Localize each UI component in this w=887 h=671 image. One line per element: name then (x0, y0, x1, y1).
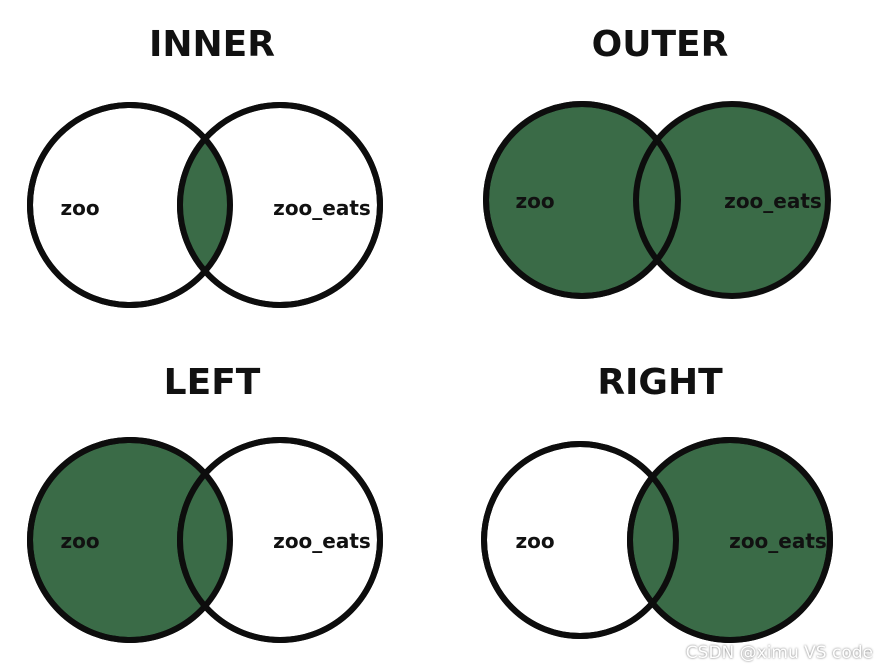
set-label-zoo: zoo (60, 529, 99, 553)
watermark: CSDN @ximu VS code (685, 643, 873, 663)
set-label-zoo-eats: zoo_eats (724, 189, 822, 213)
set-label-zoo: zoo (60, 196, 99, 220)
set-label-zoo-eats: zoo_eats (273, 196, 371, 220)
panel-title: OUTER (592, 24, 729, 65)
panel-title: INNER (149, 24, 275, 65)
panel-title: LEFT (164, 362, 261, 403)
panel-inner: INNER zoo zoo_eats (27, 24, 383, 308)
set-label-zoo: zoo (515, 529, 554, 553)
panel-outer: OUTER zoo zoo_eats (483, 24, 831, 299)
set-label-zoo-eats: zoo_eats (273, 529, 371, 553)
panel-left: LEFT zoo zoo_eats (27, 362, 383, 643)
panel-right: RIGHT zoo zoo_eats (481, 362, 833, 643)
set-label-zoo-eats: zoo_eats (729, 529, 827, 553)
set-circle-zoo-eats (633, 101, 831, 299)
panel-title: RIGHT (597, 362, 723, 403)
set-label-zoo: zoo (515, 189, 554, 213)
